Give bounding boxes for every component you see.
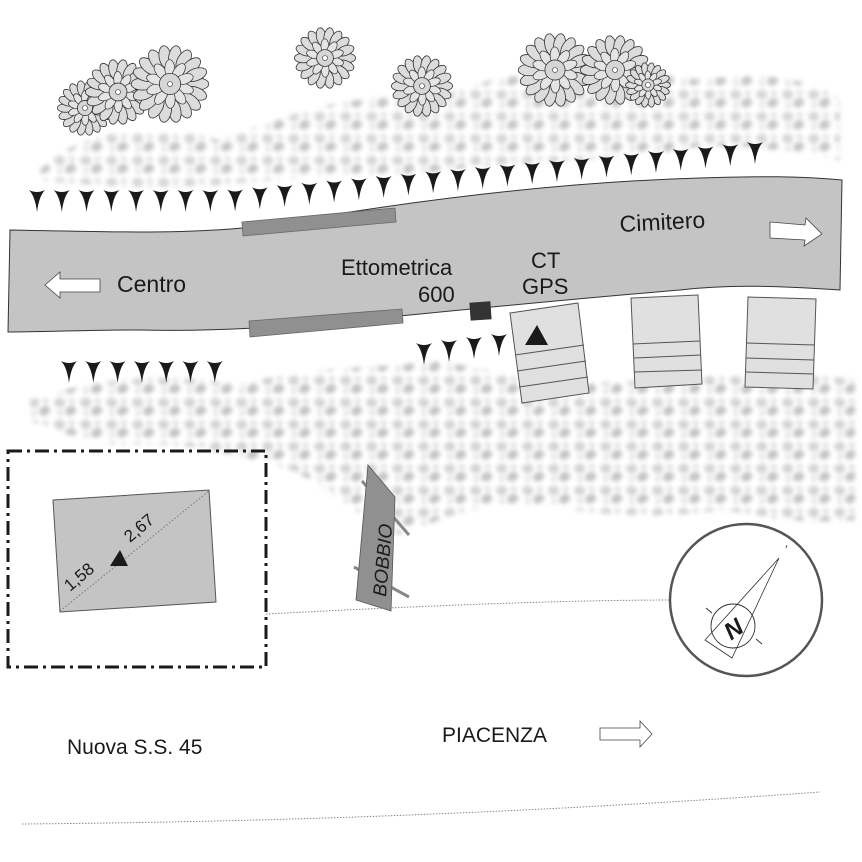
trees	[57, 27, 671, 136]
tree-icon	[57, 80, 113, 136]
plot-area: 2,67 1,58	[52, 489, 217, 613]
hedge-marker-icon	[466, 337, 482, 359]
tree-icon	[625, 62, 671, 108]
hedge-marker-icon	[449, 169, 466, 192]
hedge-marker-icon	[128, 190, 145, 212]
bobbio-sign: BOBBIO	[353, 464, 411, 612]
label-piacenza: PIACENZA	[442, 724, 547, 747]
tree-icon	[130, 45, 210, 123]
sidewalk-bottom	[248, 308, 404, 338]
hedge-marker-icon	[647, 151, 664, 174]
hedge-marker-icon	[301, 182, 318, 205]
hedge-marker-icon	[78, 190, 95, 212]
building-3	[744, 296, 817, 390]
new-road-edge-lower	[21, 791, 821, 825]
label-cimitero: Cimitero	[619, 207, 706, 237]
hedge-marker-icon	[85, 361, 102, 383]
sidewalk-top	[241, 207, 397, 237]
hedge-marker-icon	[697, 146, 714, 169]
hedge-marker-icon	[53, 190, 70, 212]
label-ettometrica-number: 600	[418, 282, 455, 307]
hedge-marker-icon	[441, 340, 457, 362]
hedge-marker-icon	[416, 343, 432, 365]
arrow-right-icon	[769, 217, 823, 247]
vegetation-lower	[30, 360, 855, 535]
hedge-marker-icon	[251, 187, 268, 210]
hedge-marker-icon	[133, 361, 150, 383]
hedge-marker-icon	[747, 142, 763, 164]
hedge-marker-icon	[425, 171, 442, 194]
hedge-bottom-left	[61, 361, 223, 383]
label-ct: CT	[531, 248, 560, 273]
hedge-marker-icon	[158, 361, 175, 383]
hedge-marker-icon	[548, 160, 565, 183]
hedge-marker-icon	[672, 148, 689, 171]
hedge-marker-icon	[623, 153, 640, 176]
hedge-marker-icon	[182, 361, 199, 383]
hedge-marker-icon	[202, 190, 219, 212]
hedge-marker-icon	[573, 157, 590, 180]
hedge-marker-icon	[375, 175, 392, 198]
label-centro: Centro	[117, 271, 186, 297]
hedge-bottom-mid	[416, 334, 507, 365]
hedge-marker-icon	[491, 334, 507, 356]
hedge-marker-icon	[29, 190, 45, 212]
boundary-dash-dot	[6, 449, 268, 669]
hedge-marker-icon	[103, 190, 120, 212]
square-post-icon	[469, 301, 492, 321]
label-ettometrica: Ettometrica	[341, 255, 453, 280]
tree-icon	[293, 27, 357, 89]
hedge-marker-icon	[109, 361, 126, 383]
hedge-marker-icon	[524, 162, 541, 185]
hedge-marker-icon	[206, 361, 223, 383]
hedge-top	[29, 142, 763, 212]
hedge-marker-icon	[400, 173, 417, 196]
hedge-marker-icon	[227, 189, 244, 212]
hedge-marker-icon	[61, 361, 77, 383]
tree-icon	[390, 55, 454, 117]
label-gps: GPS	[522, 274, 568, 299]
arrow-left-icon	[44, 271, 101, 299]
arrow-right-icon	[599, 719, 653, 749]
hedge-marker-icon	[722, 144, 739, 167]
hedge-marker-icon	[152, 190, 169, 212]
hedge-marker-icon	[499, 164, 516, 187]
triangle-marker-icon	[110, 550, 128, 566]
compass-icon: N	[668, 522, 824, 678]
building-ct	[509, 302, 590, 404]
hedge-marker-icon	[598, 155, 615, 178]
new-road-edge-upper	[265, 599, 676, 615]
hedge-marker-icon	[350, 178, 367, 201]
hedge-marker-icon	[177, 190, 194, 212]
label-new-road: Nuova S.S. 45	[67, 736, 202, 759]
hedge-marker-icon	[326, 180, 343, 203]
triangle-marker-icon	[525, 325, 548, 345]
building-2	[630, 294, 703, 389]
hedge-marker-icon	[276, 185, 293, 208]
hedge-marker-icon	[474, 166, 491, 189]
